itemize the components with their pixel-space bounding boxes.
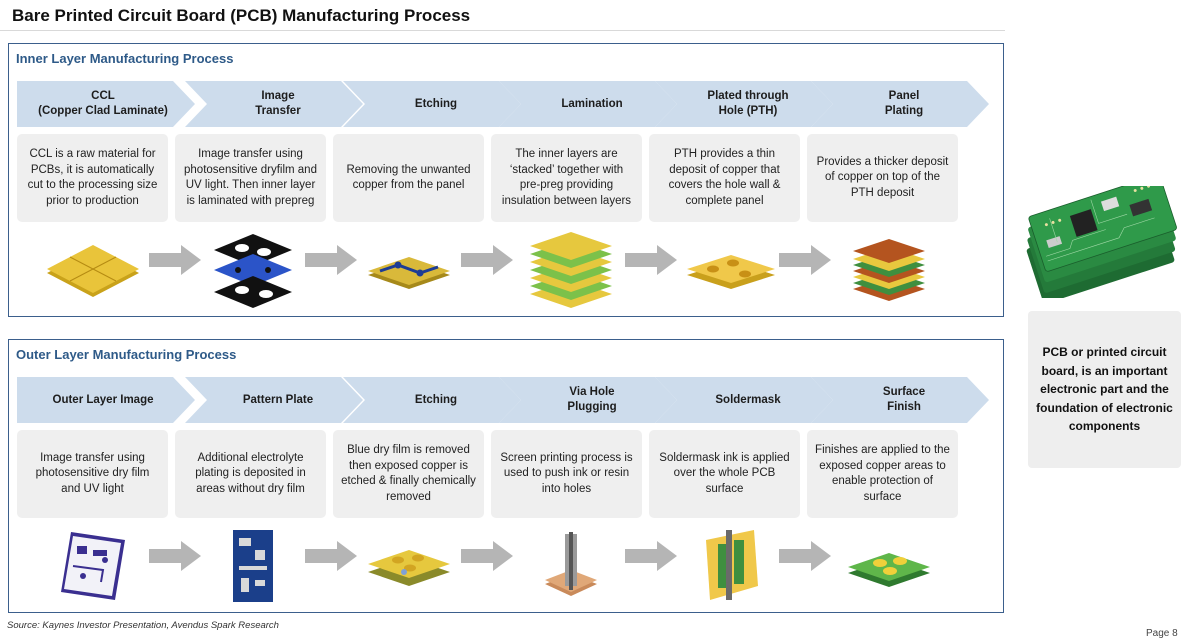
outer-step-soldermask-chevron: Soldermask	[655, 377, 833, 423]
inner-step-label: Panel Plating	[884, 90, 924, 117]
inner-step-label: Etching	[414, 97, 458, 110]
outer-step-label: Etching	[414, 393, 458, 406]
outer-step-pattern-plate-chevron: Pattern Plate	[185, 377, 363, 423]
outer-step-label: Soldermask	[715, 393, 781, 406]
outer-step-description: Image transfer using photosensitive dry …	[17, 430, 168, 518]
outer-step-description: Blue dry film is removed then exposed co…	[333, 430, 484, 518]
inner-flow-arrow-icon	[149, 245, 201, 280]
outer-step-pattern-plate-illustration	[223, 526, 283, 611]
inner-step-description: Provides a thicker deposit of copper on …	[807, 134, 958, 222]
outer-step-outer-layer-image-chevron: Outer Layer Image	[17, 377, 195, 423]
outer-step-label: Outer Layer Image	[52, 393, 154, 406]
inner-flow-arrow-icon	[625, 245, 677, 280]
outer-step-via-hole-plugging-illustration	[541, 526, 601, 611]
inner-step-ccl-copper-clad-laminate-chevron: CCL (Copper Clad Laminate)	[17, 81, 195, 127]
inner-step-image-transfer-illustration	[208, 230, 298, 315]
outer-step-description: Additional electrolyte plating is deposi…	[175, 430, 326, 518]
inner-flow-arrow-icon	[461, 245, 513, 280]
inner-step-panel-plating-illustration	[849, 235, 929, 310]
outer-flow-arrow-icon	[779, 541, 831, 576]
inner-step-etching-illustration	[364, 245, 454, 300]
outer-step-outer-layer-image-illustration	[53, 526, 133, 611]
inner-step-ccl-copper-clad-laminate-illustration	[43, 235, 143, 310]
inner-step-etching-chevron: Etching	[343, 81, 521, 127]
outer-step-label: Via Hole Plugging	[567, 386, 617, 413]
inner-step-label: Lamination	[561, 97, 623, 110]
outer-flow-arrow-icon	[461, 541, 513, 576]
inner-flow-arrow-icon	[305, 245, 357, 280]
outer-step-etching-illustration	[364, 536, 454, 601]
inner-flow-arrow-icon	[779, 245, 831, 280]
inner-step-label: Plated through Hole (PTH)	[707, 90, 789, 117]
outer-step-via-hole-plugging-chevron: Via Hole Plugging	[499, 377, 677, 423]
inner-step-lamination-illustration	[526, 230, 616, 315]
inner-step-label: Image Transfer	[255, 90, 301, 117]
inner-step-description: Removing the unwanted copper from the pa…	[333, 134, 484, 222]
inner-step-panel-plating-chevron: Panel Plating	[811, 81, 989, 127]
outer-step-surface-finish-chevron: Surface Finish	[811, 377, 989, 423]
inner-step-plated-through-hole-pth-illustration	[683, 245, 779, 300]
page-number: Page 8	[1146, 628, 1178, 639]
outer-step-description: Soldermask ink is applied over the whole…	[649, 430, 800, 518]
inner-step-description: The inner layers are ‘stacked’ together …	[491, 134, 642, 222]
source-note: Source: Kaynes Investor Presentation, Av…	[7, 620, 279, 631]
inner-step-image-transfer-chevron: Image Transfer	[185, 81, 363, 127]
outer-step-description: Finishes are applied to the exposed copp…	[807, 430, 958, 518]
inner-step-description: Image transfer using photosensitive dryf…	[175, 134, 326, 222]
inner-step-description: PTH provides a thin deposit of copper th…	[649, 134, 800, 222]
inner-step-description: CCL is a raw material for PCBs, it is au…	[17, 134, 168, 222]
inner-step-lamination-chevron: Lamination	[499, 81, 677, 127]
outer-flow-arrow-icon	[305, 541, 357, 576]
outer-panel-title: Outer Layer Manufacturing Process	[16, 347, 237, 362]
outer-step-label: Pattern Plate	[242, 393, 314, 406]
pcb-boards-photo	[1026, 186, 1177, 298]
outer-step-surface-finish-illustration	[844, 541, 934, 596]
outer-flow-arrow-icon	[149, 541, 201, 576]
pcb-definition-note: PCB or printed circuit board, is an impo…	[1028, 311, 1181, 468]
outer-flow-arrow-icon	[625, 541, 677, 576]
outer-step-soldermask-illustration	[696, 526, 766, 611]
page-title: Bare Printed Circuit Board (PCB) Manufac…	[12, 6, 471, 25]
outer-step-label: Surface Finish	[882, 386, 926, 413]
outer-layer-panel: Outer Layer Manufacturing Process Outer …	[8, 339, 1004, 613]
outer-step-description: Screen printing process is used to push …	[491, 430, 642, 518]
title-divider	[0, 30, 1005, 31]
inner-panel-title: Inner Layer Manufacturing Process	[16, 51, 234, 66]
outer-step-etching-chevron: Etching	[343, 377, 521, 423]
inner-step-label: CCL (Copper Clad Laminate)	[38, 90, 168, 117]
inner-step-plated-through-hole-pth-chevron: Plated through Hole (PTH)	[655, 81, 833, 127]
inner-layer-panel: Inner Layer Manufacturing Process CCL (C…	[8, 43, 1004, 317]
